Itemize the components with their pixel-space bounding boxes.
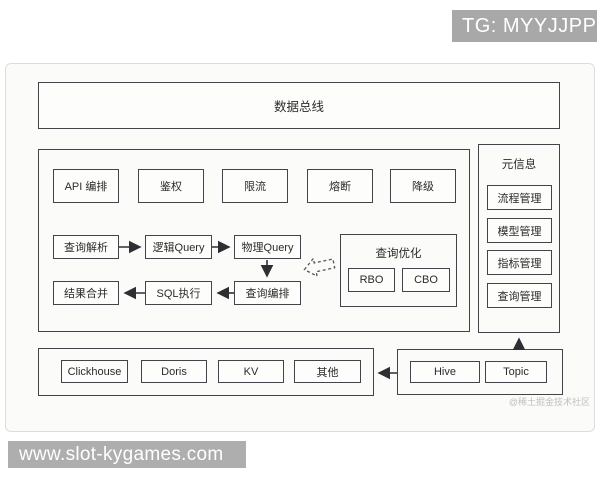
box-logical-query: 逻辑Query — [145, 235, 212, 259]
site-watermark-bar: www.slot-kygames.com — [8, 441, 246, 468]
meta-info-title: 元信息 — [501, 159, 537, 171]
query-optimizer-container — [340, 234, 457, 307]
box-cbo: CBO — [402, 268, 450, 292]
sources-container — [397, 349, 563, 395]
box-clickhouse: Clickhouse — [61, 360, 128, 383]
box-sql-execute: SQL执行 — [145, 281, 212, 305]
telegram-watermark-badge: TG: MYYJJPP — [452, 10, 597, 42]
box-physical-query: 物理Query — [234, 235, 301, 259]
query-optimizer-title: 查询优化 — [375, 248, 422, 260]
box-result-merge: 结果合并 — [53, 281, 119, 305]
box-rbo: RBO — [348, 268, 395, 292]
box-degrade: 降级 — [390, 169, 456, 203]
box-auth: 鉴权 — [138, 169, 204, 203]
box-circuit-break: 熔断 — [307, 169, 373, 203]
box-query-mgmt: 查询管理 — [487, 283, 552, 308]
box-api-orchestration: API 编排 — [53, 169, 119, 203]
box-kv: KV — [218, 360, 284, 383]
data-bus-box: 数据总线 — [38, 82, 560, 129]
box-hive: Hive — [410, 361, 480, 383]
storage-container — [38, 348, 374, 396]
box-doris: Doris — [141, 360, 207, 383]
box-query-parse: 查询解析 — [53, 235, 119, 259]
box-metric-mgmt: 指标管理 — [487, 250, 552, 275]
community-credit-watermark: @稀土掘金技术社区 — [508, 397, 590, 407]
query-engine-container — [38, 149, 470, 332]
box-query-orchestration: 查询编排 — [234, 281, 301, 305]
box-other: 其他 — [294, 360, 361, 383]
box-model-mgmt: 模型管理 — [487, 218, 552, 243]
box-process-mgmt: 流程管理 — [487, 185, 552, 210]
box-topic: Topic — [485, 361, 547, 383]
box-rate-limit: 限流 — [222, 169, 288, 203]
meta-info-container — [478, 144, 560, 333]
